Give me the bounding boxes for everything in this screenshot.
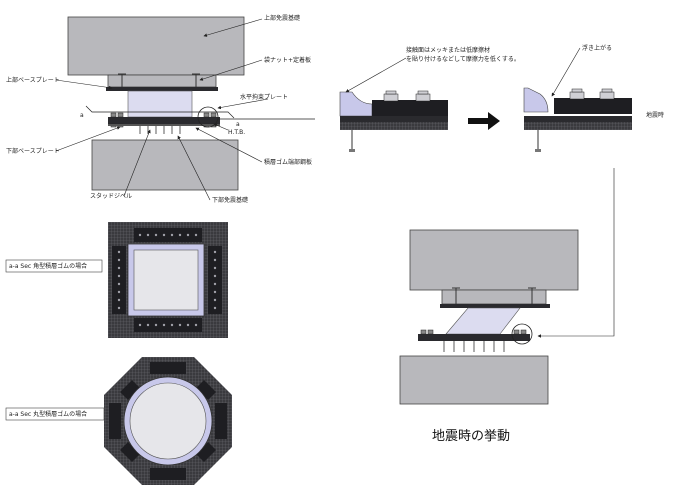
main-section-drawing: 上部免震基礎 袋ナット+定着板 上部ベースプレート 水平拘束プレート a a H…	[6, 14, 315, 204]
square-bolt-row-top	[134, 228, 202, 242]
octagon-bolt-groups	[109, 362, 227, 480]
round-rubber-core	[129, 382, 207, 460]
steel-plate-normal	[340, 116, 448, 122]
label-a-right: a	[236, 121, 240, 128]
label-stud-dowel: スタッドジベル	[90, 192, 132, 200]
label-contact-note-2: を貼り付けるなどして摩擦力を低くする。	[406, 55, 520, 63]
transition-arrow	[468, 112, 500, 130]
square-bolt-row-bottom	[134, 318, 202, 332]
round-label-box	[5, 407, 105, 421]
eq-bolts	[420, 329, 527, 335]
leader-lines-main	[55, 18, 269, 201]
square-section: a-a Sec 角型積層ゴムの場合	[5, 222, 228, 338]
label-round-section: a-a Sec 丸型積層ゴムの場合	[9, 410, 87, 418]
label-upper-foundation: 上部免震基礎	[264, 14, 300, 22]
laminated-rubber	[127, 90, 193, 118]
round-section: a-a Sec 丸型積層ゴムの場合	[5, 357, 232, 485]
restraint-plate-normal	[339, 91, 373, 117]
lower-foundation-block	[91, 139, 239, 191]
label-htb: H.T.B.	[228, 129, 245, 136]
steel-plate-uplift	[524, 116, 632, 122]
eq-studs	[443, 341, 505, 352]
connector-line	[537, 168, 615, 338]
eq-detail-circle	[511, 323, 533, 345]
restraint-plate-uplift	[523, 87, 549, 113]
label-square-section: a-a Sec 角型積層ゴムの場合	[9, 262, 87, 270]
eq-upper-stem	[441, 289, 547, 305]
eq-lower-foundation	[399, 355, 549, 405]
rubber-end-plate	[108, 117, 220, 124]
square-bolt-row-right	[208, 246, 222, 314]
flange-normal	[372, 100, 448, 116]
behavior-caption: 地震時の挙動	[432, 429, 510, 444]
upper-base-plate	[106, 87, 218, 91]
square-bolt-row-left	[112, 246, 126, 314]
bolt-heads-uplift	[569, 88, 615, 100]
label-contact-note-1: 接触面はメッキまたは低摩擦材	[406, 46, 490, 54]
upper-foundation-block	[67, 16, 245, 76]
label-rubber-end-plate: 積層ゴム端部鋼板	[264, 158, 312, 166]
eq-upper-foundation	[409, 229, 579, 291]
label-horizontal-restraint-plate: 水平拘束プレート	[240, 93, 288, 101]
square-rubber-core	[133, 249, 199, 311]
flange-uplift	[554, 98, 632, 114]
detail-uplift: 浮き上がる 地震時	[523, 44, 664, 152]
square-bolt-dots	[117, 233, 217, 327]
label-lower-foundation: 下部免震基礎	[212, 196, 248, 204]
label-earthquake-time: 地震時	[646, 111, 664, 119]
base-plate-normal	[340, 122, 448, 130]
bolt-heads-normal	[383, 90, 431, 102]
label-bag-nut-plate: 袋ナット+定着板	[264, 56, 311, 64]
square-label-box	[5, 259, 103, 273]
eq-anchor-bolts	[452, 287, 536, 304]
detail-circle	[197, 106, 219, 128]
earthquake-section-drawing: 地震時の挙動	[399, 229, 579, 444]
label-uplift: 浮き上がる	[582, 44, 612, 52]
eq-upper-base-plate	[440, 304, 550, 308]
anchor-bolts	[118, 73, 200, 88]
section-line-aa	[85, 105, 235, 119]
detail-normal: 接触面はメッキまたは低摩擦材 を貼り付けるなどして摩擦力を低くする。	[339, 46, 520, 152]
label-a-left: a	[80, 112, 84, 119]
label-lower-base-plate: 下部ベースプレート	[6, 147, 60, 155]
label-upper-base-plate: 上部ベースプレート	[6, 76, 60, 84]
lower-base-plate	[108, 124, 220, 126]
upper-foundation-stem	[107, 74, 217, 88]
eq-rubber-sheared	[445, 307, 521, 335]
eq-end-plate	[418, 334, 530, 341]
base-plate-uplift	[524, 122, 632, 130]
